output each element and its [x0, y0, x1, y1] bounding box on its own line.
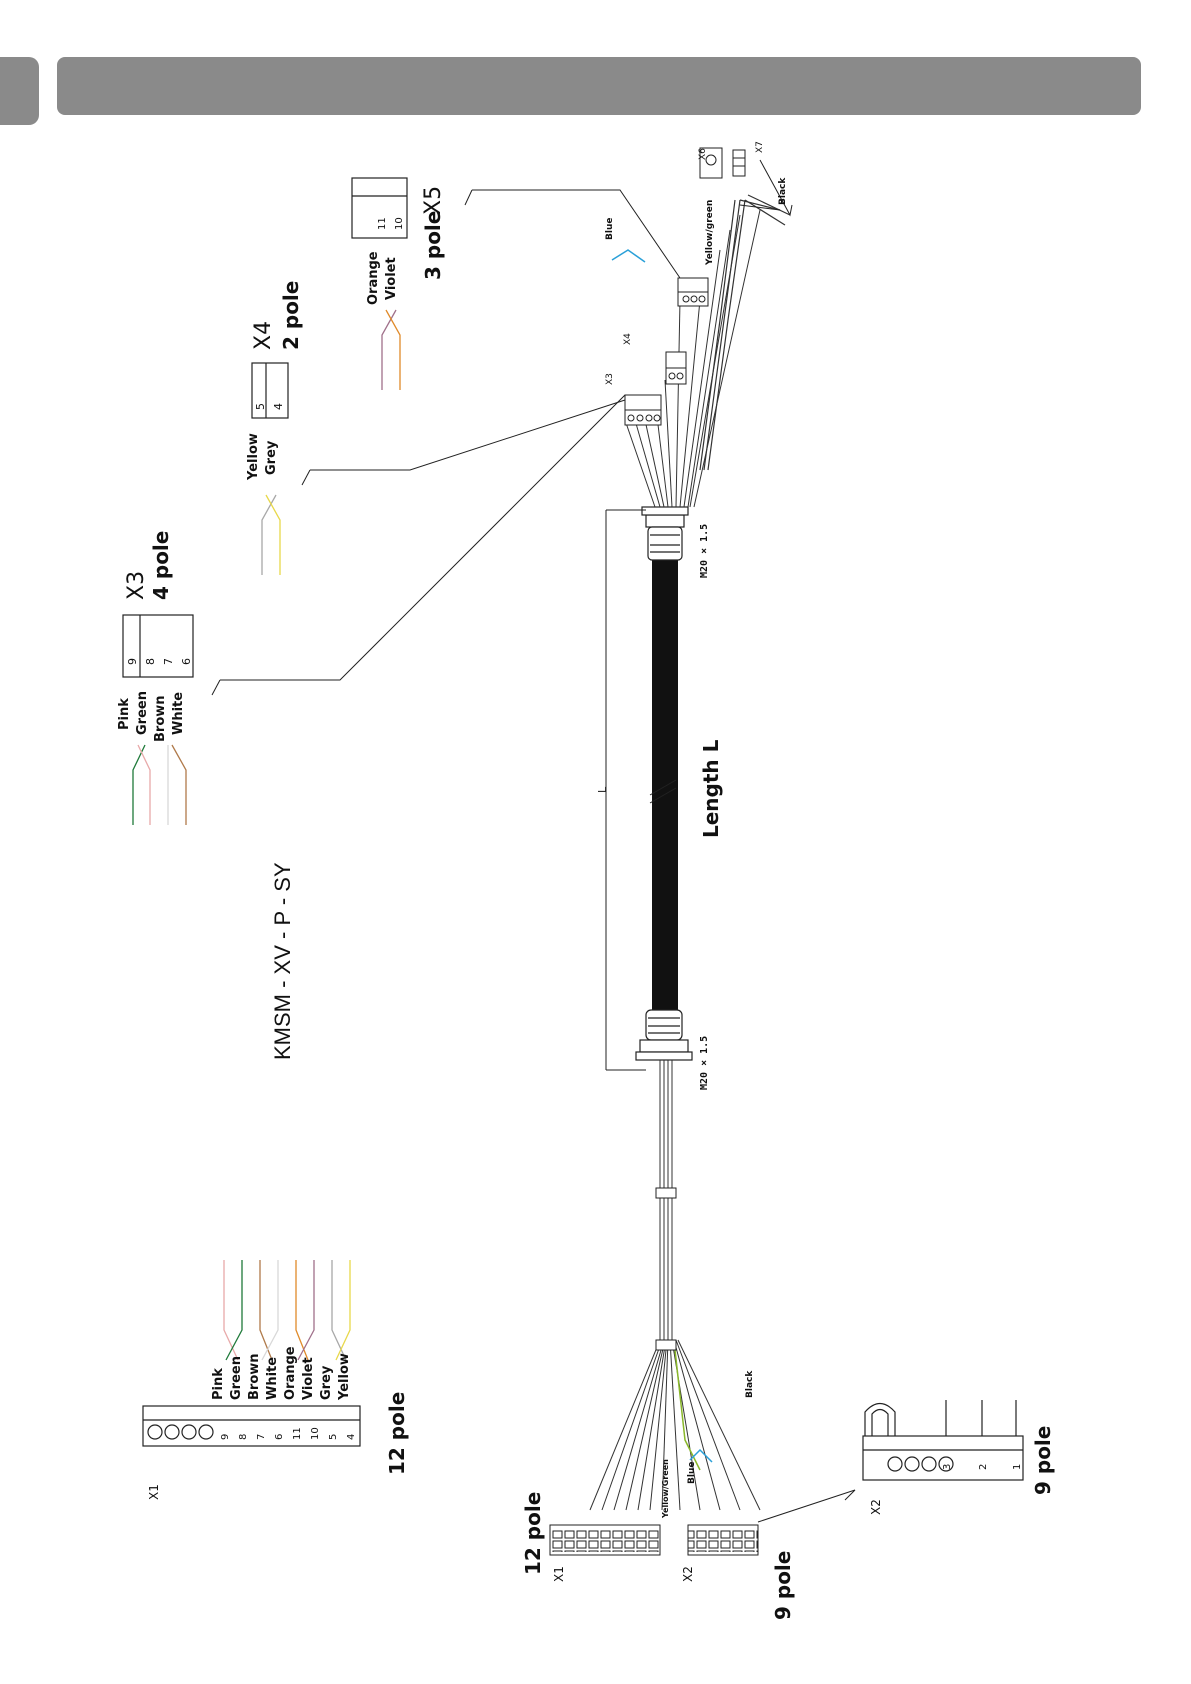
- label-blue-top: Blue: [605, 218, 615, 240]
- label-x3-small: X3: [605, 373, 615, 385]
- label-black-bottom: Black: [745, 1370, 755, 1398]
- x5-poles: 3 pole: [421, 211, 445, 280]
- length-label: Length L: [699, 739, 723, 838]
- x4-wire-1: Grey: [264, 440, 279, 475]
- header-tab: [0, 57, 39, 125]
- x4-wire-0: Yellow: [246, 433, 261, 481]
- x1-pin-3: 6: [274, 1434, 285, 1440]
- label-x2-small: X2: [681, 1566, 695, 1582]
- x5-pin-0: 11: [377, 217, 388, 230]
- x1-pin-5: 10: [310, 1427, 321, 1440]
- connector-x1-bottom: [549, 1524, 661, 1556]
- label-blue-bottom: Blue: [687, 1462, 697, 1484]
- x1-wire-7: Yellow: [337, 1353, 352, 1401]
- x5-wire-0: Orange: [366, 251, 381, 305]
- connector-x6-small: [699, 147, 723, 179]
- x1-pin-4: 11: [292, 1427, 303, 1440]
- label-x6-small: X6: [698, 148, 708, 160]
- x1-wire-0: Pink: [211, 1368, 226, 1400]
- label-x2-big-pole: 9 pole: [771, 1551, 795, 1620]
- model-name: KMSM - XV - P - SY: [270, 862, 295, 1060]
- thread-bottom: M20 × 1.5: [699, 1036, 710, 1090]
- x3-wire-0: Pink: [117, 698, 132, 730]
- connector-x1-large: [142, 1405, 361, 1447]
- x1-wire-3: White: [265, 1357, 280, 1400]
- x5-pin-1: 10: [394, 217, 405, 230]
- x1-pin-1: 8: [238, 1434, 249, 1440]
- connector-x2-bottom: [687, 1524, 759, 1556]
- connector-x7-small: [732, 149, 746, 177]
- x3-wire-3: White: [171, 692, 186, 735]
- x2-pin-0: 3: [942, 1464, 953, 1470]
- label-yellow-green-top: Yellow/green: [705, 200, 715, 266]
- x2-pin-2: 1: [1012, 1464, 1023, 1470]
- length-dimension: [605, 509, 677, 1071]
- x2-poles: 9 pole: [1031, 1426, 1055, 1495]
- x3-pin-0: 9: [126, 658, 139, 665]
- label-x1-big-pole: 12 pole: [521, 1492, 545, 1575]
- x4-pin-0: 5: [254, 403, 267, 410]
- x5-name: X5: [421, 186, 446, 215]
- header-bar: [57, 57, 1141, 115]
- dim-label: L: [596, 786, 609, 793]
- x3-pin-3: 6: [180, 658, 193, 665]
- label-x4-small: X4: [623, 333, 633, 345]
- x4-name: X4: [251, 321, 276, 350]
- x1-wire-6: Grey: [319, 1365, 334, 1400]
- connector-x3-large: [122, 614, 194, 678]
- connector-x3-small: [665, 351, 687, 385]
- x3-wire-1: Green: [135, 691, 150, 735]
- connector-x5-small: [677, 277, 709, 307]
- x5-wire-1: Violet: [384, 257, 399, 300]
- label-yellow-green-bottom: Yellow/Green: [661, 1459, 670, 1519]
- x3-pin-1: 8: [144, 658, 157, 665]
- x3-poles: 4 pole: [149, 531, 173, 600]
- label-x1-small: X1: [552, 1566, 566, 1582]
- x4-poles: 2 pole: [279, 281, 303, 350]
- bottom-wire-harness: [589, 1060, 761, 1511]
- x1-name: X1: [147, 1484, 161, 1500]
- cable-jacket: [652, 560, 678, 1010]
- top-wire-harness: [624, 209, 761, 508]
- label-black-top: Black: [778, 177, 788, 205]
- x4-wires: [261, 494, 281, 575]
- x1-poles: 12 pole: [385, 1392, 409, 1475]
- x5-wires: [381, 309, 401, 390]
- connector-x5-large: [351, 177, 408, 239]
- x1-wire-5: Violet: [301, 1357, 316, 1400]
- cable-gland-bottom: [635, 1009, 693, 1061]
- blue-wire-top: [611, 249, 646, 263]
- x3-pin-2: 7: [162, 658, 175, 665]
- cable-gland-top: [641, 506, 689, 561]
- x1-wire-4: Orange: [283, 1346, 298, 1400]
- x1-pin-6: 5: [328, 1434, 339, 1440]
- x3-name: X3: [124, 571, 149, 600]
- x1-wires: [223, 1260, 351, 1361]
- x3-wires: [132, 744, 187, 825]
- x1-wire-2: Brown: [247, 1353, 262, 1400]
- x2-name: X2: [869, 1499, 883, 1515]
- connector-x4-large: [251, 362, 289, 419]
- thread-top: M20 × 1.5: [699, 524, 710, 578]
- x1-pin-2: 7: [256, 1434, 267, 1440]
- x1-pin-0: 9: [220, 1434, 231, 1440]
- x3-wire-2: Brown: [153, 695, 168, 742]
- x1-wire-1: Green: [229, 1356, 244, 1400]
- x1-pin-7: 4: [346, 1434, 357, 1440]
- x4-pin-1: 4: [272, 403, 285, 410]
- connector-4pin-small: [624, 394, 662, 426]
- x2-pin-1: 2: [978, 1464, 989, 1470]
- label-x7-small: X7: [755, 141, 765, 153]
